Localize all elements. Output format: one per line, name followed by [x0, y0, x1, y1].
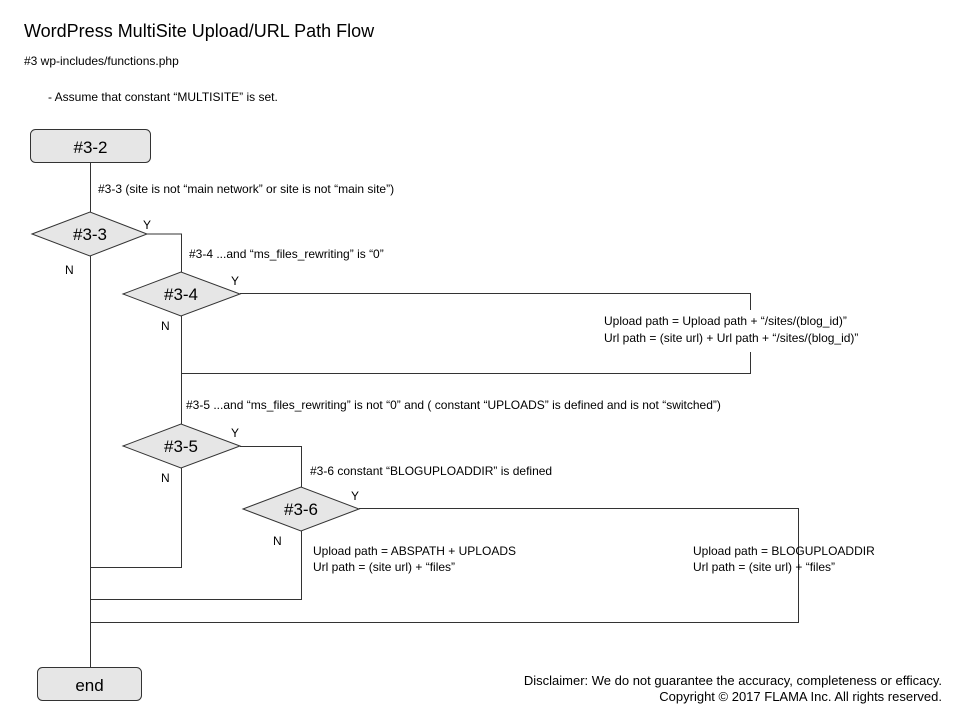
- d35-yes-marker: Y: [231, 426, 239, 440]
- connector-d34-yes: [240, 293, 751, 310]
- connector-d35-yes: [240, 446, 302, 487]
- result-sites-upload: Upload path = Upload path + “/sites/(blo…: [604, 314, 847, 328]
- decision-3-5-label: #3-5: [164, 437, 198, 456]
- copyright-text: Copyright © 2017 FLAMA Inc. All rights r…: [659, 689, 942, 704]
- page-title: WordPress MultiSite Upload/URL Path Flow: [24, 21, 375, 41]
- condition-3-4: #3-4 ...and “ms_files_rewriting” is “0”: [189, 247, 384, 261]
- branch-markers: Y N Y N Y N Y N: [65, 218, 359, 548]
- connector-d36-yes: [90, 508, 799, 623]
- condition-labels: #3-3 (site is not “main network” or site…: [98, 182, 721, 478]
- connectors: [90, 162, 799, 667]
- decision-3-4-label: #3-4: [164, 285, 198, 304]
- result-labels: Upload path = Upload path + “/sites/(blo…: [313, 314, 875, 574]
- d36-no-marker: N: [273, 534, 282, 548]
- result-sites-url: Url path = (site url) + Url path + “/sit…: [604, 331, 858, 345]
- decision-3-5: [121, 423, 242, 469]
- d34-yes-marker: Y: [231, 274, 239, 288]
- assumption-note: - Assume that constant “MULTISITE” is se…: [48, 90, 278, 104]
- d33-yes-marker: Y: [143, 218, 151, 232]
- d36-yes-marker: Y: [351, 489, 359, 503]
- result-abspath-upload: Upload path = ABSPATH + UPLOADS: [313, 544, 516, 558]
- end-node: [37, 667, 142, 701]
- start-node-label: #3-2: [73, 138, 107, 157]
- d34-no-marker: N: [161, 319, 170, 333]
- disclaimer-text: Disclaimer: We do not guarantee the accu…: [523, 673, 942, 688]
- result-blog-url: Url path = (site url) + “files”: [693, 560, 835, 574]
- d33-no-marker: N: [65, 263, 74, 277]
- connector-d36-no: [90, 531, 302, 600]
- decision-3-6-label: #3-6: [284, 500, 318, 519]
- condition-3-3: #3-3 (site is not “main network” or site…: [98, 182, 394, 196]
- start-node: [30, 129, 151, 163]
- decision-3-3-label: #3-3: [73, 225, 107, 244]
- decision-3-4: [121, 271, 242, 317]
- connector-d35-no: [90, 468, 182, 568]
- end-node-label: end: [75, 676, 103, 695]
- decision-3-6: [241, 486, 361, 532]
- connector-d33-yes: [147, 233, 182, 272]
- condition-3-6: #3-6 constant “BLOGUPLOADDIR” is defined: [310, 464, 552, 478]
- source-file-label: #3 wp-includes/functions.php: [24, 54, 179, 68]
- decision-3-3: [30, 211, 149, 257]
- connector-sites-result-return: [181, 352, 751, 374]
- result-blog-upload: Upload path = BLOGUPLOADDIR: [693, 544, 875, 558]
- result-abspath-url: Url path = (site url) + “files”: [313, 560, 455, 574]
- condition-3-5: #3-5 ...and “ms_files_rewriting” is not …: [186, 398, 721, 412]
- d35-no-marker: N: [161, 471, 170, 485]
